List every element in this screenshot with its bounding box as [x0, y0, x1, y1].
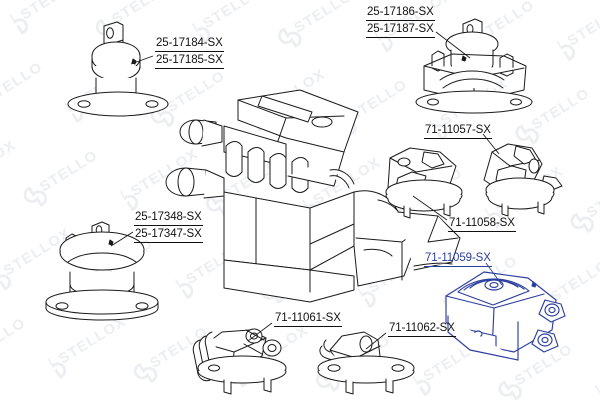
part-number: 71-11058-SX	[448, 216, 516, 232]
label-71-11057[interactable]: 71-11057-SX	[424, 123, 492, 139]
part-number: 71-11057-SX	[424, 123, 492, 139]
part-number: 71-11059-SX	[424, 251, 492, 267]
label-25-17348-25-17347[interactable]: 25-17348-SX 25-17347-SX	[134, 210, 203, 243]
part-number: 25-17185-SX	[155, 53, 224, 69]
part-number: 25-17186-SX	[366, 5, 435, 21]
label-71-11061[interactable]: 71-11061-SX	[274, 311, 342, 327]
label-25-17186-25-17187[interactable]: 25-17186-SX 25-17187-SX	[366, 5, 435, 38]
label-71-11058[interactable]: 71-11058-SX	[448, 216, 516, 232]
part-number: 71-11062-SX	[388, 321, 456, 337]
part-number: 25-17347-SX	[134, 227, 203, 243]
part-number: 25-17184-SX	[155, 36, 224, 52]
part-number: 71-11061-SX	[274, 311, 342, 327]
part-number: 25-17348-SX	[134, 210, 203, 226]
label-71-11059[interactable]: 71-11059-SX	[424, 251, 492, 267]
label-25-17184-25-17185[interactable]: 25-17184-SX 25-17185-SX	[155, 36, 224, 69]
label-71-11062[interactable]: 71-11062-SX	[388, 321, 456, 337]
part-number: 25-17187-SX	[366, 22, 435, 38]
